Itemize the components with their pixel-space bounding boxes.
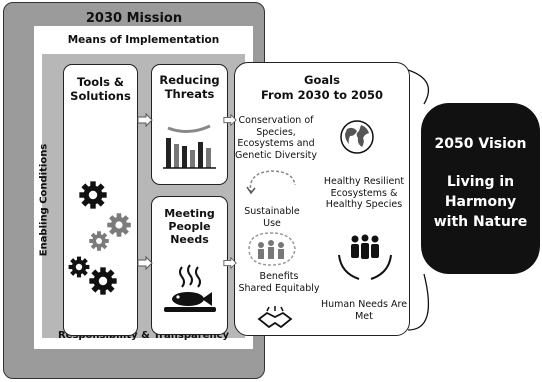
reducing-title-line2: Threats — [164, 87, 215, 101]
goal-sustainable-line2: Use — [263, 217, 281, 229]
cycle-arrows-icon — [246, 170, 296, 195]
tools-title-line1: Tools & — [77, 75, 124, 89]
goal-sustainable-line1: Sustainable — [244, 206, 300, 217]
arrow-reducing-to-goals-icon — [223, 113, 237, 127]
means-label: Means of Implementation — [67, 34, 220, 46]
gears-icon — [68, 181, 131, 295]
goal-benefits: Benefits Shared Equitably — [235, 271, 323, 294]
vision-subtitle: Living in Harmony with Nature — [421, 172, 540, 232]
goal-conservation-line2: Species, — [256, 126, 296, 138]
tools-box: Tools & Solutions — [63, 64, 138, 336]
meeting-title-line2: People — [168, 220, 211, 233]
goal-human-needs-line2: Met — [355, 310, 373, 322]
goals-to-vision-connector — [407, 69, 430, 331]
goal-human-needs-line1: Human Needs Are — [320, 299, 408, 310]
goal-benefits-line2: Shared Equitably — [238, 282, 320, 294]
goal-conservation-line4: Genetic Diversity — [235, 149, 317, 161]
reducing-title-line1: Reducing — [159, 73, 220, 87]
handshake-icon — [257, 306, 293, 329]
goal-healthy-line3: Healthy Species — [325, 199, 403, 210]
goal-conservation: Conservation of Species, Ecosystems and … — [235, 115, 317, 161]
sharing-cycle-icon — [248, 232, 296, 266]
reducing-title: Reducing Threats — [152, 73, 227, 101]
enabling-label: Enabling Conditions — [38, 143, 50, 257]
vision-title: 2050 Vision — [434, 136, 527, 152]
mission-title: 2030 Mission — [85, 11, 183, 26]
vision-line1: Living in — [446, 174, 515, 190]
goal-healthy: Healthy Resilient Ecosystems & Healthy S… — [317, 176, 411, 211]
arrow-tools-to-meeting-icon — [137, 256, 153, 270]
arrow-meeting-to-goals-icon — [223, 256, 237, 270]
meeting-title-line1: Meeting — [164, 207, 215, 220]
goal-sustainable: Sustainable Use — [235, 206, 309, 229]
goals-title-line2: From 2030 to 2050 — [260, 88, 384, 102]
tools-title-line2: Solutions — [70, 89, 131, 103]
goals-title: Goals From 2030 to 2050 — [235, 73, 409, 103]
goal-conservation-line1: Conservation of — [238, 115, 314, 126]
meeting-title-line3: Needs — [170, 233, 209, 246]
meeting-needs-box: Meeting People Needs — [151, 196, 228, 335]
vision-line2: Harmony — [444, 194, 517, 210]
reducing-threats-box: Reducing Threats — [151, 64, 228, 185]
arrow-tools-to-reducing-icon — [137, 113, 153, 127]
people-in-hands-icon — [338, 234, 392, 280]
goal-healthy-line1: Healthy Resilient — [323, 176, 405, 187]
declining-bars-icon — [163, 124, 216, 169]
vision-line3: with Nature — [433, 214, 528, 230]
vision-box: 2050 Vision Living in Harmony with Natur… — [421, 103, 540, 274]
goal-benefits-line1: Benefits — [259, 271, 299, 282]
responsibility-label: Responsibility & Transparency — [57, 330, 230, 341]
goal-human-needs: Human Needs Are Met — [317, 299, 411, 322]
food-dish-icon — [164, 264, 216, 312]
goal-healthy-line2: Ecosystems & — [330, 187, 398, 199]
meeting-title: Meeting People Needs — [152, 207, 227, 246]
goal-conservation-line3: Ecosystems and — [237, 138, 315, 149]
tools-title: Tools & Solutions — [64, 75, 137, 103]
goals-title-line1: Goals — [304, 73, 340, 87]
goals-box: Goals From 2030 to 2050 Conservation of … — [234, 62, 410, 336]
globe-icon — [340, 120, 374, 154]
